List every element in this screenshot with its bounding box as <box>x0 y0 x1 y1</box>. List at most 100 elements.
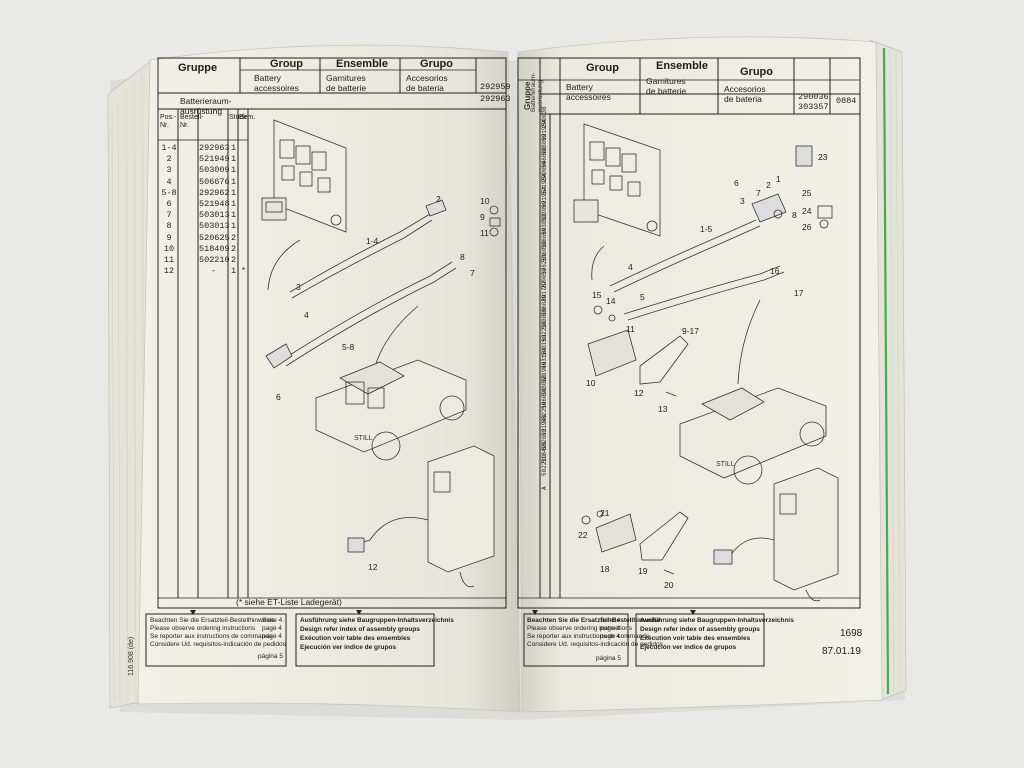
right-callout: 1-5 <box>700 224 713 234</box>
left-row-part: 292962 <box>199 187 230 198</box>
svg-text:STILL: STILL <box>716 461 735 468</box>
right-footer-right-4: Ejecución ver indice de grupos <box>640 644 737 651</box>
right-callout: 17 <box>794 288 804 298</box>
left-col-qty: Stück <box>229 114 247 121</box>
right-callout: 23 <box>818 152 828 162</box>
right-callout: 3 <box>740 196 745 206</box>
left-fr-title: Garnitures de batterie <box>326 73 367 93</box>
left-row-pos: 5-8 <box>161 187 177 198</box>
left-code-1: 292959 <box>480 82 511 92</box>
right-connector-plate-drawing <box>581 305 689 575</box>
left-col-note: Bem. <box>239 114 256 121</box>
right-callout: 2 <box>766 180 771 190</box>
left-callout-4: 4 <box>304 310 309 320</box>
left-row-qty: 1 <box>230 143 237 153</box>
right-callout: 20 <box>664 580 674 590</box>
left-row-part: 520625 <box>199 232 230 243</box>
right-vehicle-drawing: STILL <box>679 387 827 485</box>
right-callout: 19 <box>638 566 648 576</box>
left-footer-line-4: Considere Ud. requisitos-indicación de p… <box>150 641 286 648</box>
right-callout: 10 <box>586 378 596 388</box>
left-footer-page-4: página 5 <box>258 653 283 660</box>
left-callout-10: 10 <box>480 196 490 206</box>
right-footer-line-3: Se reporter aux instructions de commande <box>527 633 650 640</box>
right-footer-right-2: Design refer index of assembly groups <box>640 626 760 633</box>
right-footer-page-1: Seite 4 <box>600 617 621 624</box>
left-grupo-label: Grupo <box>420 58 453 70</box>
left-drawing-note: (* siehe ET-Liste Ladegerät) <box>236 597 342 607</box>
left-footer-page-2: page 4 <box>262 625 282 632</box>
left-row-note: * <box>240 266 247 277</box>
right-callout: 6 <box>734 178 739 188</box>
left-row-pos: 12 <box>163 266 175 277</box>
right-footer-page-2: page 4 <box>600 625 620 632</box>
left-callout-7: 7 <box>470 268 475 278</box>
right-callout: 9-17 <box>682 326 700 336</box>
left-row-pos: 11 <box>163 255 175 265</box>
right-callout: 13 <box>658 404 668 414</box>
left-row-part: 521949 <box>199 154 230 165</box>
left-callout-5-8: 5-8 <box>342 342 355 352</box>
left-row-part: - <box>210 266 217 277</box>
right-footer-right-3: Exécution voir table des ensembles <box>640 635 751 642</box>
left-row-pos: 3 <box>166 165 172 176</box>
right-callout: 18 <box>600 564 610 574</box>
right-footer-line-2: Please observe ordering instructions <box>527 625 633 632</box>
left-en-title: Battery accessoires <box>254 73 299 93</box>
left-code-2: 292963 <box>480 94 511 104</box>
left-row-part: 502210 <box>199 255 230 265</box>
left-row-qty: 1 <box>230 266 237 277</box>
right-callout: 5 <box>640 292 645 302</box>
left-row-pos: 1-4 <box>161 143 177 153</box>
left-side-code: 116.908 (de) <box>128 636 135 676</box>
left-row-pos: 7 <box>166 210 172 221</box>
left-row-qty: 1 <box>230 199 237 209</box>
right-callout: 25 <box>802 188 812 198</box>
left-callout-2: 2 <box>436 194 441 204</box>
left-footer-right-2: Design refer index of assembly groups <box>300 626 420 633</box>
right-footer-right-1: Ausführung siehe Baugruppen-Inhaltsverze… <box>640 617 794 624</box>
left-footer-right-4: Ejecución ver indice de grupos <box>300 644 397 651</box>
left-vehicle-drawing: STILL <box>315 359 467 461</box>
left-footer-line-3: Se reporter aux instructions de commande <box>150 633 273 640</box>
right-callout: 16 <box>770 266 780 276</box>
left-row-qty: 1 <box>230 176 237 187</box>
right-callout: 24 <box>802 206 812 216</box>
left-row-pos: 6 <box>166 199 172 209</box>
right-es-title: Accesorios de bateria <box>724 84 766 104</box>
left-row-part: 506676 <box>199 176 230 187</box>
right-callout: 21 <box>600 508 610 518</box>
left-page <box>137 44 521 713</box>
left-row-qty: 1 <box>230 187 237 198</box>
left-row-qty: 2 <box>230 243 237 254</box>
left-row-pos: 4 <box>166 176 172 187</box>
right-charger-drawing <box>713 467 839 602</box>
left-row-pos: 8 <box>166 221 172 232</box>
left-row-pos: 10 <box>163 243 175 254</box>
right-battery-socket-drawing <box>573 123 833 385</box>
left-es-title: Accesorios de bateria <box>406 73 448 93</box>
left-callout-1-4: 1-4 <box>366 236 379 246</box>
right-page <box>517 36 883 713</box>
right-callout: 1 <box>776 174 781 184</box>
right-footer-date: 87.01.19 <box>822 646 861 657</box>
left-row-part: 521948 <box>199 199 230 209</box>
right-footer-number: 1698 <box>840 628 863 639</box>
left-row-qty: 1 <box>230 154 237 165</box>
right-fr-title: Garnitures de batterie <box>646 76 687 96</box>
right-footer-line-1: Beachten Sie die Ersatzteil-Bestellhinwe… <box>527 617 661 624</box>
left-callout-3: 3 <box>296 282 301 292</box>
left-footer-page-3: page 4 <box>262 633 282 640</box>
left-row-part: 503013 <box>199 210 230 221</box>
left-callout-12: 12 <box>368 562 378 572</box>
right-callout: 15 <box>592 290 602 300</box>
left-row-part: 503009 <box>199 165 230 176</box>
left-row-part: 518409 <box>199 243 230 254</box>
left-row-qty: 1 <box>230 210 237 221</box>
right-callout: 7 <box>756 188 761 198</box>
left-callout-11: 11 <box>480 228 489 238</box>
right-footer-line-4: Considere Ud. requisitos-indicación de p… <box>527 641 663 648</box>
left-footer-right-3: Exécution voir table des ensembles <box>300 635 411 642</box>
left-row-qty: 1 <box>230 165 237 176</box>
